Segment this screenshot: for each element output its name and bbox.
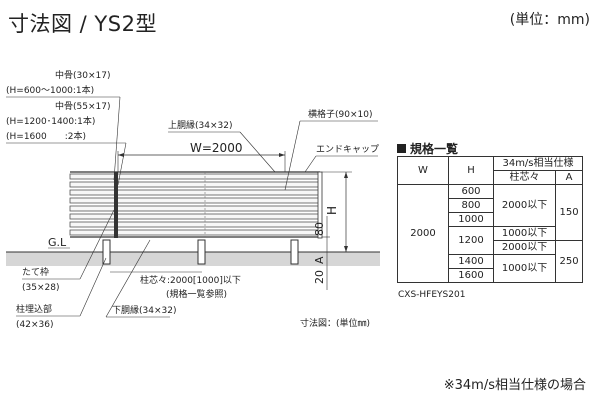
end-cap: [317, 171, 323, 239]
table-cell-h: 1200: [448, 226, 494, 255]
height-dimension: H: [325, 206, 339, 215]
buried-posts: [102, 239, 299, 265]
vertical-frame-label: たて枠: [22, 266, 49, 278]
vertical-frame: [114, 172, 118, 238]
unit-label: (単位：mm): [509, 12, 590, 28]
middle-bone-2-leader: [117, 142, 127, 186]
dim-80: 80: [313, 222, 326, 236]
post-pitch-label: 柱芯々:2000[1000]以下: [140, 274, 241, 286]
table-header-w: W: [397, 156, 449, 185]
table-cell-h: 1000: [448, 212, 494, 227]
drawing-caption: 寸法図：(単位㎜): [300, 317, 370, 329]
vertical-frame-size: (35×28): [22, 283, 59, 293]
page-title: 寸法図 / YS2型: [8, 12, 157, 36]
middle-bone-1-condition: (H=600～1000:1本): [6, 84, 94, 96]
middle-bone-2-label: 中骨(55×17): [55, 100, 110, 112]
footnote: ※34m/s相当仕様の場合: [443, 378, 586, 393]
table-header-spec: 34m/s相当仕様: [493, 156, 583, 171]
spec-heading-text: 規格一覧: [410, 142, 459, 156]
table-cell-h: 800: [448, 198, 494, 213]
ground-line-label: G.L: [48, 236, 67, 249]
middle-bone-1-label: 中骨(30×17): [55, 69, 110, 81]
spec-table: W H 34m/s相当仕様 柱芯々 A 2000 600 2000以下 150 …: [397, 156, 583, 283]
dim-A: A: [313, 256, 326, 264]
ground-fill: [6, 252, 380, 266]
table-cell-h: 1600: [448, 268, 494, 283]
upper-rail-label: 上胴縁(34×32): [168, 119, 232, 131]
spec-code: CXS-HFEYS201: [398, 290, 466, 300]
table-cell-pitch: 2000以下: [492, 240, 557, 255]
table-cell-a: 150: [555, 184, 583, 241]
table-header-h: H: [448, 156, 494, 185]
table-cell-w: 2000: [397, 184, 449, 283]
post-embed-label: 柱埋込部: [16, 303, 52, 315]
table-cell-h: 600: [448, 184, 494, 199]
middle-bone-2-condition-1: (H=1200･1400:1本): [6, 115, 95, 127]
table-cell-pitch: 1000以下: [492, 254, 557, 283]
dim-20: 20: [313, 270, 326, 284]
width-dimension: W=2000: [190, 141, 242, 155]
end-cap-label: エンドキャップ: [316, 144, 379, 155]
table-cell-pitch: 1000以下: [492, 226, 557, 241]
post-embed-size: (42×36): [16, 320, 53, 330]
lower-rail-label: 下胴縁(34×32): [112, 304, 176, 316]
heading-square-icon: [397, 144, 406, 153]
table-cell-a: 250: [555, 240, 583, 283]
post-pitch-note: (規格一覧参照): [166, 288, 227, 300]
middle-bone-1-leader: [113, 96, 121, 181]
table-header-a: A: [555, 170, 583, 185]
table-cell-pitch: 2000以下: [492, 184, 557, 227]
spec-heading: 規格一覧: [397, 140, 458, 157]
middle-bone-2-condition-2: (H=1600 :2本): [6, 130, 86, 142]
table-header-pitch: 柱芯々: [492, 170, 557, 185]
table-cell-h: 1400: [448, 254, 494, 269]
horizontal-slats: [69, 173, 321, 236]
horizontal-slat-label: 横格子(90×10): [308, 108, 372, 120]
